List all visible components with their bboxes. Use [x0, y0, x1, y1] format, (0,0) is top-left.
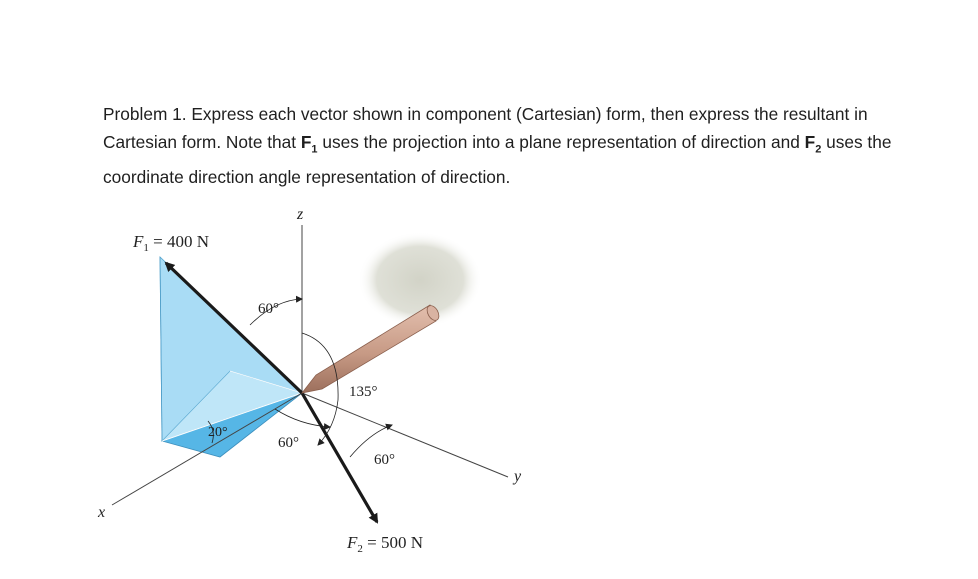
problem-line-2: Cartesian form. Note that F1 uses the pr… [103, 128, 948, 163]
angle-135-label: 135° [349, 384, 378, 400]
f2-subscript: 2 [815, 143, 822, 156]
f2-letter: F [804, 132, 816, 152]
angle-60-left-label: 60° [278, 435, 299, 451]
line2-text-a: Cartesian form. Note that [103, 132, 301, 152]
plane-diagonal [229, 370, 303, 394]
angle-60-top-label: 60° [258, 301, 279, 317]
angle-20-label: 20° [208, 425, 228, 440]
y-axis [301, 392, 509, 478]
f2-value: = 500 N [363, 533, 423, 552]
f1-letter: F [300, 132, 312, 152]
x-axis-label: x [97, 504, 105, 521]
f1-sub: 1 [143, 242, 149, 254]
z-axis-label: z [296, 206, 304, 223]
angle-60-right-label: 60° [374, 452, 395, 468]
f2-sub: 2 [357, 543, 363, 555]
f2-vector-arrow [300, 392, 379, 524]
f2-label: F2 = 500 N [346, 533, 423, 555]
f1-value: = 400 N [149, 232, 209, 251]
f1-vector-arrow [164, 261, 304, 395]
figure-svg: z x y F1 = 400 N F2 = 500 N 60° 135° 60°… [97, 206, 522, 555]
problem-line-3: coordinate direction angle representatio… [103, 167, 511, 188]
x-axis [111, 392, 303, 506]
wall-shadow [358, 232, 482, 328]
f1-bold-label: F1 [300, 132, 318, 156]
line2-text-b: uses the projection into a plane represe… [317, 132, 805, 152]
y-axis-label: y [512, 468, 522, 485]
arc-60-top [249, 295, 303, 326]
f1-symbol: F [132, 232, 144, 251]
arc-60-right [349, 423, 393, 458]
f1-subscript: 1 [311, 143, 318, 156]
line2-text-c: uses the [821, 132, 892, 152]
f1-label: F1 = 400 N [132, 232, 209, 254]
arc-60-left [274, 408, 331, 431]
problem-statement: Problem 1. Express each vector shown in … [103, 100, 948, 191]
rod [301, 304, 440, 394]
arc-20 [207, 420, 214, 444]
arc-135 [301, 332, 339, 446]
f2-symbol: F [346, 533, 358, 552]
force-vector-figure: z x y F1 = 400 N F2 = 500 N 60° 135° 60°… [90, 195, 540, 565]
plane-vertical-edge [159, 256, 163, 442]
problem-line-1: Problem 1. Express each vector shown in … [103, 104, 868, 124]
f2-bold-label: F2 [804, 132, 822, 156]
plane-edge [161, 392, 303, 442]
